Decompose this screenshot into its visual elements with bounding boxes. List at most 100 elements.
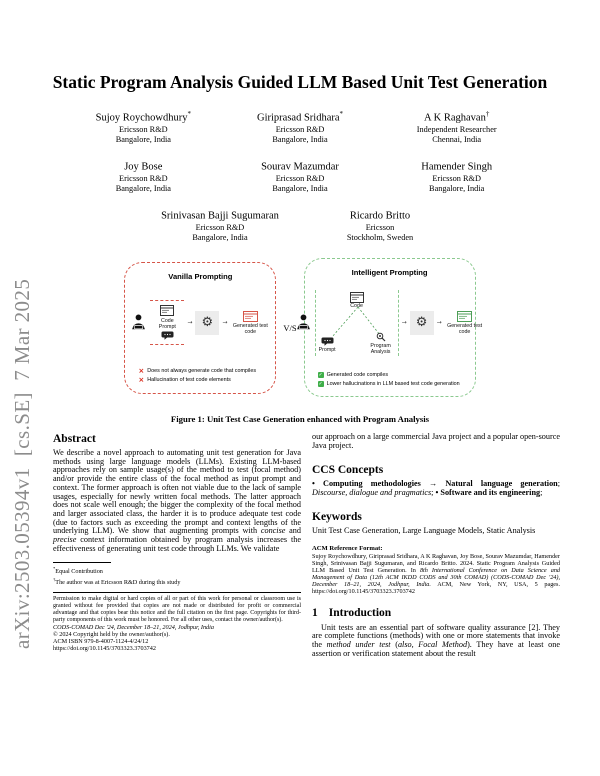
isbn-line: ACM ISBN 979-8-4007-1124-4/24/12 — [53, 637, 149, 645]
right-column: our approach on a large commercial Java … — [312, 432, 561, 658]
author-location: Chennai, India — [432, 134, 482, 144]
intelligent-pros: ✓ Generated code compiles ✓ Lower halluc… — [317, 369, 465, 387]
author-name: Sourav Mazumdar — [261, 161, 339, 173]
prompt-label: Prompt — [318, 346, 336, 353]
program-analysis-node: Program Analysis — [365, 332, 397, 355]
prompt-chat-icon — [161, 331, 174, 340]
author-location: Bangalore, India — [115, 134, 171, 144]
figure-caption: Figure 1: Unit Test Case Generation enha… — [170, 414, 430, 424]
author-block: Giriprasad Sridhara* Ericsson R&D Bangal… — [222, 108, 379, 144]
intelligent-title: Intelligent Prompting — [351, 268, 428, 277]
author-name: Sujoy Roychowdhury* — [95, 110, 192, 124]
author-affiliation: Ericsson — [365, 223, 395, 233]
developer-icon — [130, 313, 147, 332]
introduction-paragraph: Unit tests are an essential part of soft… — [312, 622, 560, 658]
author-location: Bangalore, India — [115, 183, 171, 193]
abstract-continuation: our approach on a large commercial Java … — [312, 432, 560, 450]
author-mark: * — [187, 110, 192, 118]
code-window-icon — [349, 291, 364, 303]
intelligent-prompt-panel: Code Prompt Program Analysis — [314, 289, 399, 356]
code-node: Code — [349, 291, 364, 310]
vanilla-cons: × Does not always generate code that com… — [138, 365, 265, 383]
flow-arrow-icon: → — [401, 319, 407, 327]
con-item: × Does not always generate code that com… — [138, 367, 265, 376]
acm-ref-heading: ACM Reference Format: — [312, 544, 383, 552]
author-mark: * — [339, 110, 344, 118]
generated-code-node: Generated test code — [445, 310, 485, 335]
footnote: *Equal Contribution — [53, 566, 103, 576]
doi-link[interactable]: https://doi.org/10.1145/3703323.3703742 — [53, 645, 156, 653]
pro-text: Lower hallucinations in LLM based test c… — [326, 380, 460, 387]
intelligent-flow: Code Prompt Program Analysis → ⚙ → — [296, 277, 482, 369]
author-location: Bangalore, India — [272, 134, 328, 144]
cross-icon: × — [138, 367, 145, 376]
authors-row-1: Sujoy Roychowdhury* Ericsson R&D Bangalo… — [65, 108, 535, 144]
generated-code-node: Generated test code — [230, 310, 270, 336]
ccs-paragraph: • Computing methodologies → Natural lang… — [312, 479, 560, 498]
copyright-line: © 2024 Copyright held by the owner/autho… — [53, 630, 170, 638]
footnotes: *Equal Contribution †The author was at E… — [53, 565, 301, 586]
con-text: Hallucination of test code elements — [147, 377, 231, 384]
pro-item: ✓ Generated code compiles — [317, 371, 465, 378]
author-block: A K Raghavan† Independent Researcher Che… — [378, 108, 535, 144]
generated-code-label: Generated test code — [232, 323, 268, 336]
author-location: Bangalore, India — [272, 183, 328, 193]
con-text: Does not always generate code that compi… — [147, 368, 257, 375]
prompt-node: Prompt — [319, 337, 336, 353]
author-section: Sujoy Roychowdhury* Ericsson R&D Bangalo… — [65, 108, 535, 256]
author-affiliation: Ericsson R&D — [275, 125, 325, 134]
abstract-heading: Abstract — [53, 433, 96, 445]
authors-row-2: Joy Bose Ericsson R&D Bangalore, India S… — [65, 157, 535, 193]
footnote: †The author was at Ericsson R&D during t… — [53, 576, 181, 586]
body-columns: Abstract We describe a novel approach to… — [53, 432, 561, 658]
author-affiliation: Ericsson R&D — [119, 174, 168, 184]
author-affiliation: Independent Researcher — [416, 125, 497, 134]
author-name: Giriprasad Sridhara* — [257, 110, 344, 124]
prompt-chat-icon — [321, 337, 334, 346]
ccs-heading: CCS Concepts — [312, 464, 384, 477]
author-affiliation: Ericsson R&D — [275, 174, 325, 184]
footnote-rule — [53, 562, 111, 564]
author-block: Sujoy Roychowdhury* Ericsson R&D Bangalo… — [65, 108, 222, 144]
con-item: × Hallucination of test code elements — [138, 376, 265, 385]
author-affiliation: Ericsson R&D — [195, 223, 245, 233]
connector-lines — [331, 306, 380, 338]
generated-code-icon — [242, 310, 258, 322]
author-block: Ricardo Britto Ericsson Stockholm, Swede… — [300, 206, 460, 242]
authors-row-3: Srinivasan Bajji Sugumaran Ericsson R&D … — [65, 206, 535, 242]
author-block: Srinivasan Bajji Sugumaran Ericsson R&D … — [140, 206, 300, 242]
acm-ref-paragraph: Sujoy Roychowdhury, Giriprasad Sridhara,… — [312, 552, 561, 595]
developer-icon — [295, 313, 312, 332]
left-column: Abstract We describe a novel approach to… — [53, 433, 301, 658]
pro-text: Generated code compiles — [326, 371, 389, 378]
cross-icon: × — [138, 376, 145, 385]
code-label: Code — [350, 303, 363, 310]
flow-arrow-icon: → — [187, 319, 193, 327]
section-number: 1 — [312, 606, 318, 619]
check-icon: ✓ — [317, 380, 324, 387]
author-name: Srinivasan Bajji Sugumaran — [161, 210, 279, 222]
author-name: Ricardo Britto — [349, 210, 411, 222]
flow-arrow-icon: → — [436, 319, 442, 327]
author-name: A K Raghavan† — [424, 110, 490, 124]
author-name: Joy Bose — [124, 161, 163, 173]
conference-line: CODS-COMAD Dec '24, December 18–21, 2024… — [53, 623, 214, 631]
abstract-paragraph: We describe a novel approach to automati… — [53, 448, 301, 553]
section-title: Introduction — [328, 606, 392, 619]
permission-notice: Permission to make digital or hard copie… — [53, 596, 301, 623]
author-block: Hamender Singh Ericsson R&D Bangalore, I… — [378, 157, 535, 193]
introduction-heading: 1 Introduction — [312, 607, 560, 619]
vs-label: V/S — [283, 322, 297, 333]
generated-code-icon — [457, 310, 473, 322]
intelligent-prompting-box: Intelligent Prompting Code Prompt — [296, 258, 482, 397]
author-mark: † — [485, 110, 490, 118]
vanilla-title: Vanilla Prompting — [168, 271, 233, 281]
llm-gear-icon: ⚙ — [409, 310, 434, 335]
permission-rule — [53, 592, 301, 594]
author-name: Hamender Singh — [421, 161, 493, 173]
program-analysis-label: Program Analysis — [370, 342, 391, 355]
keywords-text: Unit Test Case Generation, Large Languag… — [312, 525, 536, 535]
